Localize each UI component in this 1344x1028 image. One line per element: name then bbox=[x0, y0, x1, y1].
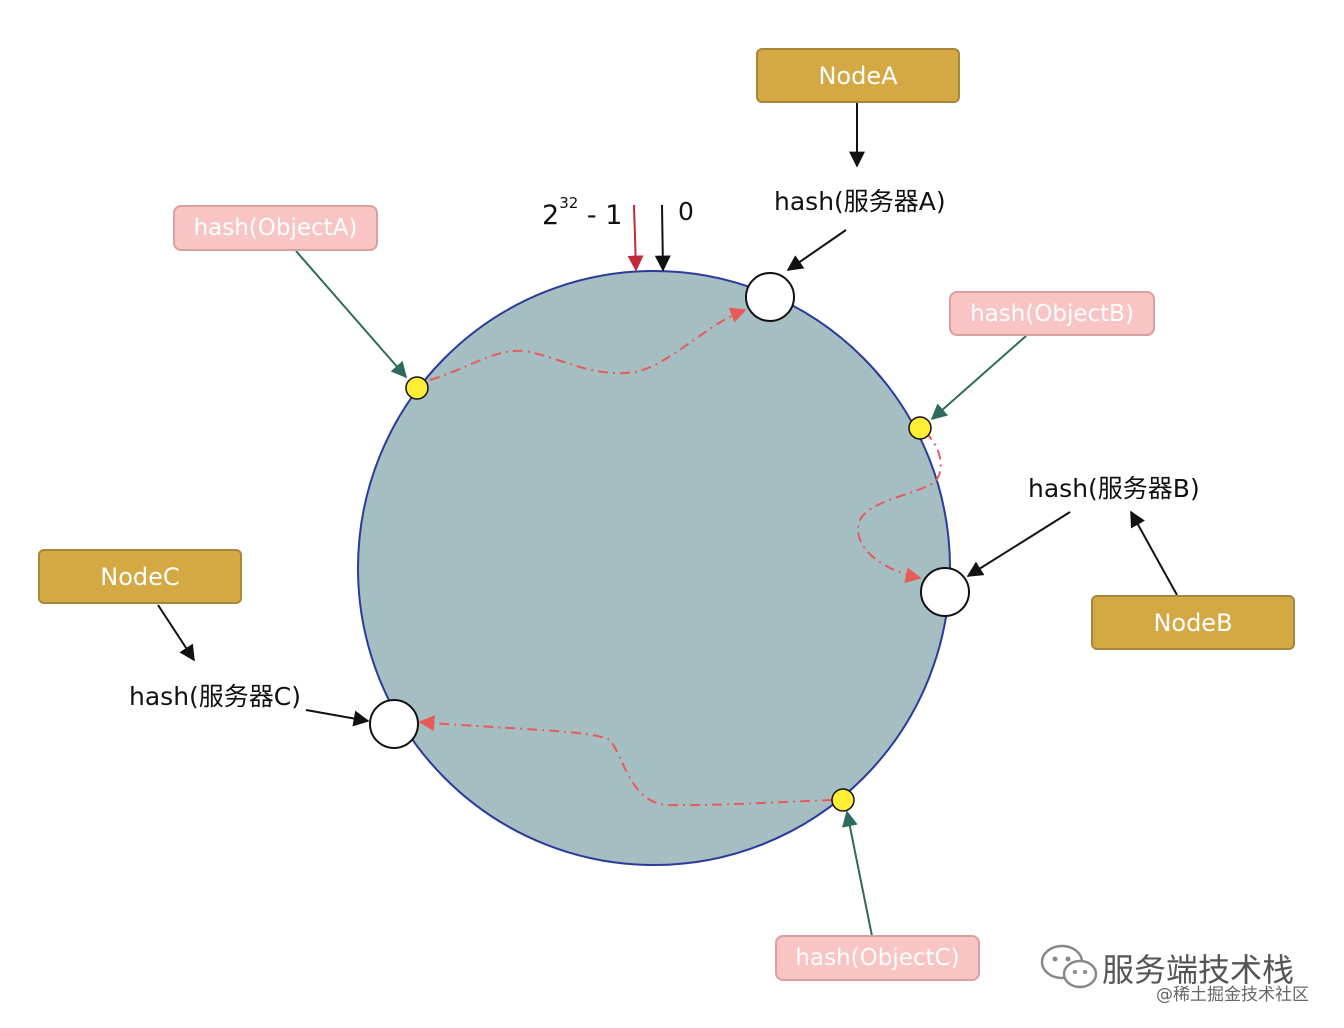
node-c-arrow bbox=[157, 604, 195, 662]
server-a-point bbox=[745, 272, 795, 322]
zero-value-label: 0 bbox=[678, 197, 694, 226]
object-b-point bbox=[908, 416, 932, 440]
server-c-arrow bbox=[305, 709, 370, 727]
object-a-arrow bbox=[295, 250, 408, 379]
watermark-title: 服务端技术栈 bbox=[1102, 951, 1295, 989]
object-b-arrow bbox=[930, 335, 1027, 421]
mapping-path-object-c bbox=[418, 715, 833, 807]
object-c-arrow bbox=[842, 810, 873, 937]
object-b-box: hash(ObjectB) bbox=[949, 291, 1155, 336]
server-c-point bbox=[369, 699, 419, 749]
mapping-path-object-a bbox=[429, 307, 747, 381]
watermark-subtitle: @稀土掘金技术社区 bbox=[1156, 985, 1309, 1005]
max-value-exponent: 32 bbox=[559, 194, 579, 212]
node-c-box: NodeC bbox=[38, 549, 242, 604]
server-c-hash-label: hash(服务器C) bbox=[129, 682, 301, 711]
mapping-path-object-b bbox=[857, 431, 942, 584]
node-b-arrow bbox=[1130, 510, 1178, 596]
max-value-suffix: - 1 bbox=[586, 200, 623, 231]
object-a-point bbox=[405, 376, 429, 400]
server-b-point bbox=[920, 567, 970, 617]
object-c-box: hash(ObjectC) bbox=[775, 935, 980, 981]
object-a-box: hash(ObjectA) bbox=[173, 205, 378, 251]
wechat-icon bbox=[1040, 944, 1098, 989]
node-b-box: NodeB bbox=[1091, 595, 1295, 650]
server-a-hash-label: hash(服务器A) bbox=[774, 187, 946, 216]
max-value-base: 2 bbox=[542, 200, 560, 231]
server-b-hash-label: hash(服务器B) bbox=[1028, 474, 1200, 503]
object-c-point bbox=[831, 788, 855, 812]
zero-value-arrow bbox=[654, 204, 671, 272]
server-a-arrow bbox=[786, 229, 847, 271]
hash-ring bbox=[357, 270, 951, 866]
max-value-label: 232 - 1 bbox=[542, 194, 623, 231]
node-a-box: NodeA bbox=[756, 48, 960, 103]
server-b-arrow bbox=[966, 511, 1071, 577]
max-value-arrow bbox=[627, 204, 644, 272]
